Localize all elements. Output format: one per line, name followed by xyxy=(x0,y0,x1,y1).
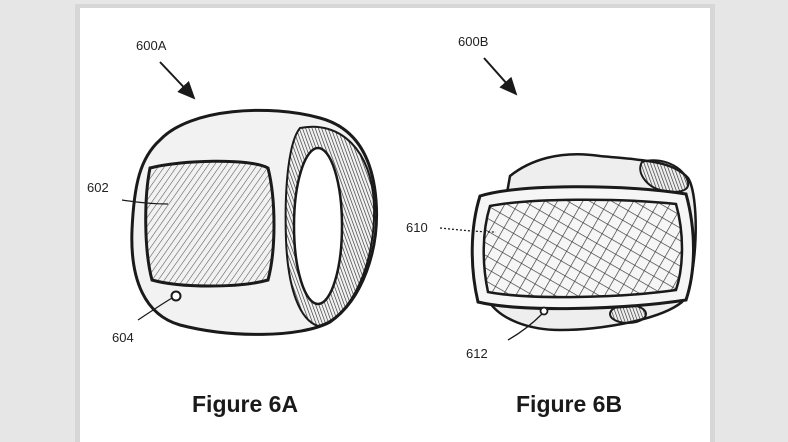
ref-602: 602 xyxy=(87,180,109,195)
device-6b-knob xyxy=(639,159,690,193)
figure-6b-caption: Figure 6B xyxy=(516,391,623,417)
leader-610 xyxy=(439,227,497,233)
ref-604: 604 xyxy=(112,330,134,345)
arrow-600a xyxy=(159,61,196,100)
arrow-600b xyxy=(483,57,518,96)
leader-604 xyxy=(137,297,173,321)
ring-device-6a xyxy=(130,108,379,336)
mesh-device-6b xyxy=(470,152,697,332)
ref-600a: 600A xyxy=(136,38,167,53)
device-button-612 xyxy=(539,306,549,316)
ring-button-604 xyxy=(170,290,182,302)
ring-display-602 xyxy=(144,159,276,288)
leader-602 xyxy=(121,199,169,205)
ring-hole xyxy=(292,146,344,306)
device-display-610 xyxy=(482,198,684,299)
ref-610: 610 xyxy=(406,220,428,235)
ref-600b: 600B xyxy=(458,34,489,49)
leader-612 xyxy=(507,313,543,341)
ref-612: 612 xyxy=(466,346,488,361)
figure-6a-caption: Figure 6A xyxy=(192,391,299,417)
